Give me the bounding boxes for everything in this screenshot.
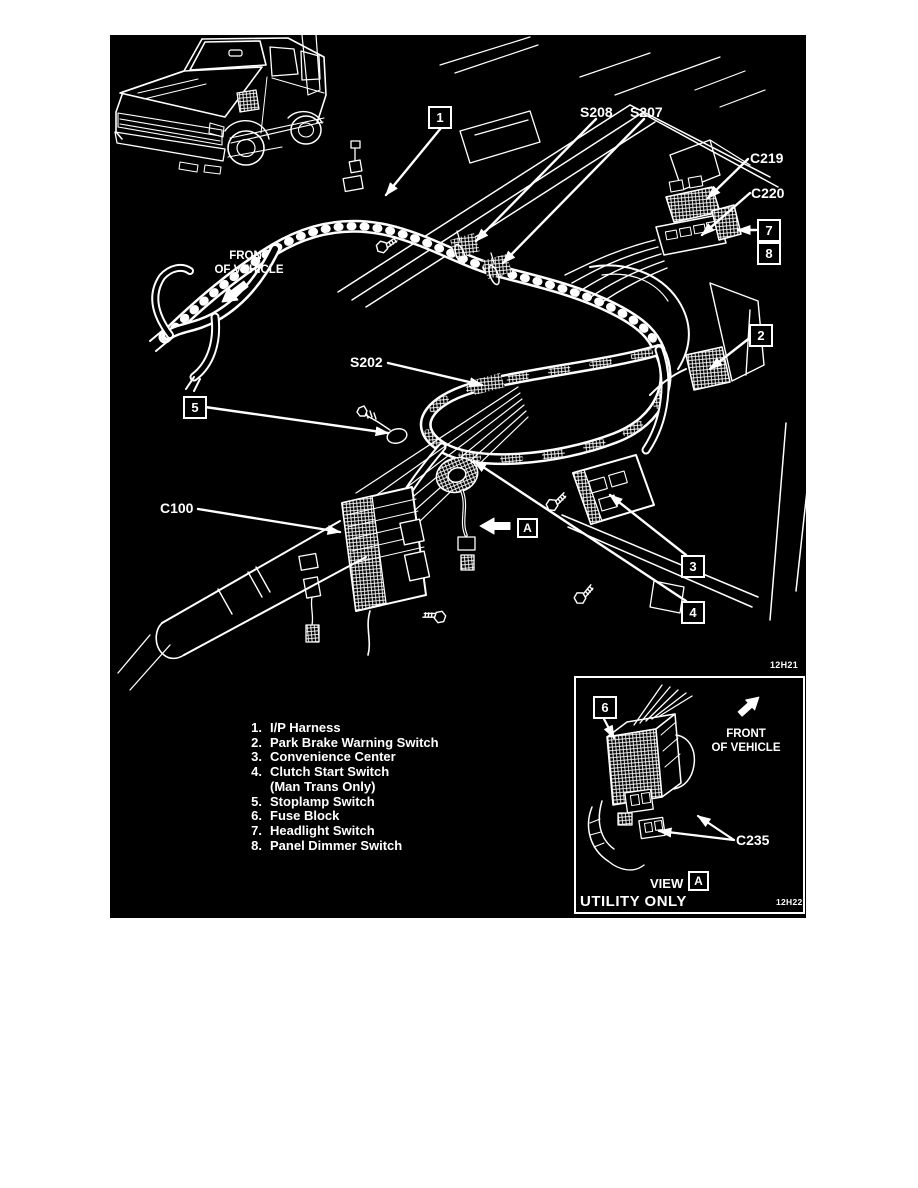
callout-box-1: 1 (428, 106, 452, 129)
callout-box-2: 2 (749, 324, 773, 347)
c100-connector-block (341, 486, 431, 656)
legend-item-7: 7.Headlight Switch (251, 822, 375, 838)
view-label: VIEW (650, 876, 684, 891)
inset-leader-lines (602, 717, 736, 842)
callout-box-a: A (517, 518, 538, 538)
harness-loop (419, 344, 672, 466)
convenience-center (572, 454, 655, 525)
harness-trunk (158, 219, 666, 357)
view-a-direction-arrow (479, 517, 511, 535)
leader-lines (196, 117, 758, 603)
legend-item-6: 6.Fuse Block (251, 808, 340, 824)
column-boot (587, 800, 645, 871)
callout-box-4: 4 (681, 601, 705, 624)
figure-panel: FRONT OF VEHICLE S208 S207 C219 C220 S20… (110, 35, 806, 918)
kick-panel-lines (561, 422, 806, 621)
screw-4 (422, 605, 448, 626)
legend-item-8: 8.Panel Dimmer Switch (251, 837, 403, 853)
inset-fuse-block-view (587, 684, 764, 871)
clutch-start-switch (435, 456, 479, 571)
legend-item-4: 4.Clutch Start Switch (251, 764, 390, 780)
legend-item-1: 1.I/P Harness (251, 720, 341, 735)
front-of-vehicle-label: FRONT OF VEHICLE (214, 250, 284, 277)
label-s208: S208 (580, 104, 613, 120)
inset-front-of-vehicle-label: FRONT OF VEHICLE (711, 728, 781, 755)
screw-3 (571, 584, 598, 607)
label-c100: C100 (160, 500, 194, 516)
label-c220: C220 (751, 185, 785, 201)
steering-column (117, 520, 367, 691)
legend-item-2: 2.Park Brake Warning Switch (251, 734, 439, 750)
truck-illustration (114, 37, 327, 175)
heater-housing (589, 264, 765, 382)
dash-panel-lines (301, 35, 779, 308)
figure-code-inset: 12H22 (776, 897, 803, 907)
legend-item-3: 3.Convenience Center (251, 749, 396, 765)
inset-view-frame (574, 676, 805, 914)
figure-code-main: 12H21 (770, 660, 799, 670)
c100-pigtail-connectors (298, 552, 322, 643)
utility-only-label: UTILITY ONLY (580, 893, 687, 910)
label-c235: C235 (736, 832, 770, 848)
harness-diagram-artwork (114, 35, 806, 871)
stoplamp-switch (356, 405, 408, 444)
label-c219: C219 (750, 150, 784, 166)
label-s207: S207 (630, 104, 663, 120)
callout-box-3: 3 (681, 555, 705, 578)
legend-item-5: 5.Stoplamp Switch (251, 793, 375, 809)
fuse-block (606, 684, 696, 806)
legend-item-4b: (Man Trans Only) (270, 778, 376, 794)
callout-box-8: 8 (757, 242, 781, 265)
callout-box-7: 7 (757, 219, 781, 242)
callout-box-6: 6 (593, 696, 617, 719)
legend: 1.I/P Harness 2.Park Brake Warning Switc… (240, 720, 439, 853)
splice-markers (450, 230, 512, 395)
label-s202: S202 (350, 354, 383, 370)
callout-box-5: 5 (183, 396, 207, 419)
inset-view-a-box: A (688, 871, 709, 891)
upper-connectors (342, 140, 364, 193)
screw-1 (374, 236, 400, 255)
